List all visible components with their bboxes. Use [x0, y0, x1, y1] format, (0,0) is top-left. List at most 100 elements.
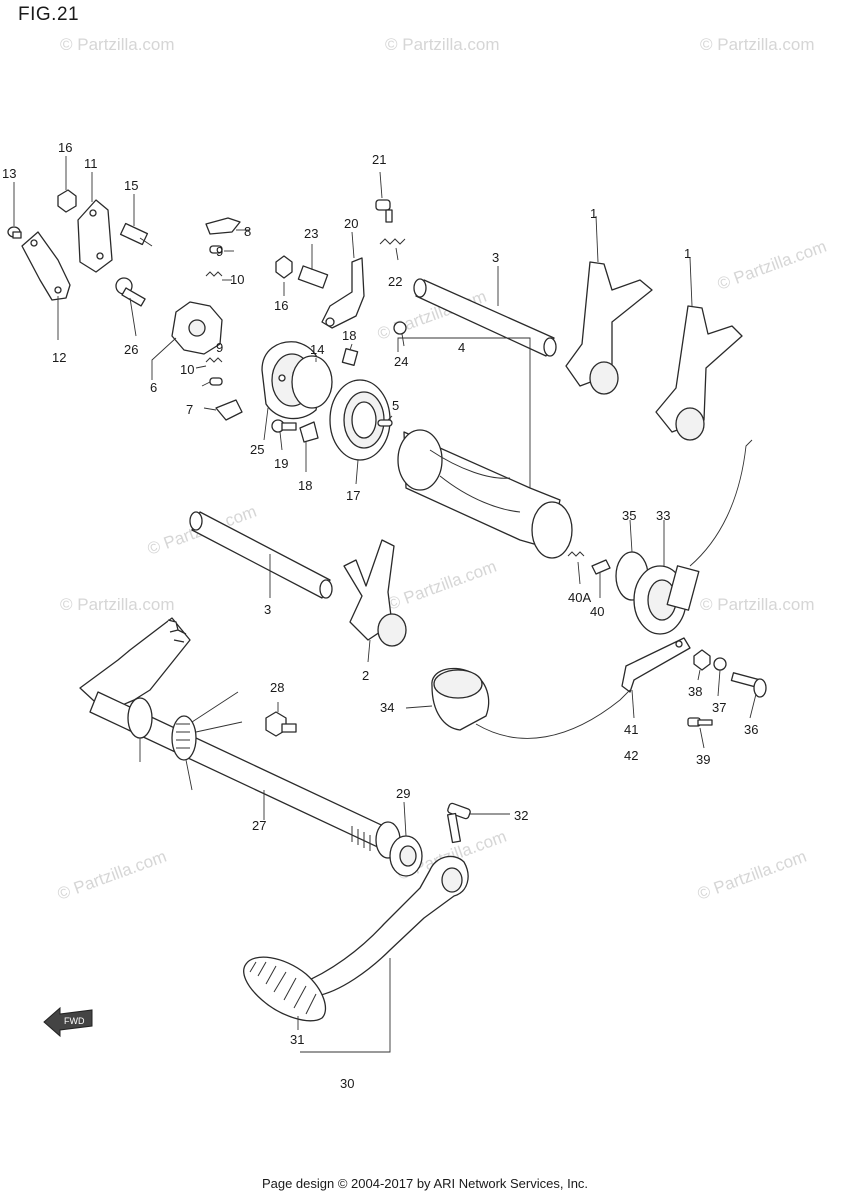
callout-20: 20: [344, 216, 358, 231]
callout-36: 36: [744, 722, 758, 737]
callout-39: 39: [696, 752, 710, 767]
part-bolt-40A: [687, 717, 713, 727]
callout-34: 34: [380, 700, 394, 715]
callout-19: 19: [274, 456, 288, 471]
callout-18: 18: [342, 328, 356, 343]
part-wire-35: [689, 439, 753, 567]
part-washer-39: [713, 657, 727, 671]
part-bearing-17: [329, 379, 391, 461]
footer-credit: Page design © 2004-2017 by ARI Network S…: [261, 1176, 589, 1191]
callout-7: 7: [186, 402, 193, 417]
callout-3: 3: [492, 250, 499, 265]
callout-8: 8: [244, 224, 251, 239]
callout-42: 42: [624, 748, 638, 763]
part-plate-12: [21, 231, 71, 301]
callout-15: 15: [124, 178, 138, 193]
callout-22: 22: [388, 274, 402, 289]
part-shaft-3-upper: [413, 278, 557, 357]
part-spring-10: [205, 271, 223, 277]
callout-11: 11: [84, 156, 98, 171]
part-shaft-3-lower: [189, 511, 333, 599]
part-shift-lever-32: [299, 855, 469, 997]
callout-10: 10: [230, 272, 244, 287]
callout-33: 33: [656, 508, 670, 523]
callout-41: 41: [624, 722, 638, 737]
part-arm-20: [321, 257, 365, 329]
callout-37: 37: [712, 700, 726, 715]
part-washer-18b: [299, 421, 319, 443]
part-bracket-11: [77, 199, 113, 273]
part-collar-28: [127, 697, 153, 739]
part-spring-29: [171, 691, 243, 761]
part-switch-35: [633, 565, 700, 635]
callout-18: 18: [298, 478, 312, 493]
callout-1: 1: [590, 206, 597, 221]
figure-title: FIG.21: [18, 4, 80, 25]
part-spring-42: [567, 551, 585, 557]
part-pin-5: [377, 419, 393, 427]
part-screw-26: [375, 199, 393, 223]
callout-28: 28: [270, 680, 284, 695]
callout-23: 23: [304, 226, 318, 241]
callout-14: 14: [310, 342, 324, 357]
part-screw-13: [7, 226, 22, 239]
leader-lines: [13, 156, 757, 1053]
watermark: © Partzilla.com: [715, 237, 829, 294]
watermark: © Partzilla.com: [385, 35, 500, 54]
part-shift-shaft-27: [79, 617, 401, 859]
watermark: © Partzilla.com: [60, 595, 175, 614]
part-spacer-18: [341, 348, 359, 366]
watermark: © Partzilla.com: [695, 847, 809, 904]
part-nut-40: [693, 649, 711, 671]
callout-3: 3: [264, 602, 271, 617]
watermark: © Partzilla.com: [700, 595, 815, 614]
part-bolt-30: [265, 711, 297, 737]
callout-35: 35: [622, 508, 636, 523]
callout-30: 30: [340, 1076, 354, 1091]
callout-29: 29: [396, 786, 410, 801]
part-pin-9: [209, 245, 223, 254]
part-clamp-43: [621, 637, 691, 693]
callout-43: 43: [0, 0, 14, 3]
part-fork-2: [343, 539, 407, 647]
callout-5: 5: [392, 398, 399, 413]
part-ring-14: [291, 355, 333, 409]
part-rubber-33: [243, 956, 327, 1022]
callout-32: 32: [514, 808, 528, 823]
callout-17: 17: [346, 488, 360, 503]
callout-9: 9: [216, 244, 223, 259]
callout-44: 44: [0, 0, 14, 3]
callout-6: 6: [150, 380, 157, 395]
fwd-arrow-icon: FWD: [43, 1006, 93, 1038]
part-washer-23: [393, 321, 407, 335]
fwd-label: FWD: [64, 1016, 85, 1026]
part-nut-16b: [275, 255, 293, 279]
callout-38: 38: [688, 684, 702, 699]
part-cam-driven-gear-6: [171, 301, 223, 355]
callout-40A: 40A: [568, 590, 591, 605]
part-shift-drum-4: [397, 429, 573, 559]
callout-25: 25: [250, 442, 264, 457]
part-sensor-36: [431, 667, 490, 731]
callout-12: 12: [52, 350, 66, 365]
watermark: © Partzilla.com: [385, 557, 499, 614]
part-spring-10b: [205, 357, 223, 363]
callout-16: 16: [58, 140, 72, 155]
watermark: © Partzilla.com: [700, 35, 815, 54]
part-pin-41: [591, 559, 611, 575]
part-fork-1b: [655, 305, 743, 441]
callout-24: 24: [394, 354, 408, 369]
part-bolt-25: [115, 277, 146, 307]
callout-4: 4: [458, 340, 465, 355]
watermark: © Partzilla.com: [60, 35, 175, 54]
callout-40: 40: [590, 604, 604, 619]
callout-10: 10: [180, 362, 194, 377]
callout-2: 2: [362, 668, 369, 683]
callout-27: 27: [252, 818, 266, 833]
watermark: © Partzilla.com: [55, 847, 169, 904]
callout-9: 9: [216, 340, 223, 355]
part-pawl-7: [215, 399, 243, 421]
part-bolt-38: [730, 672, 767, 698]
part-cable-36: [475, 689, 631, 739]
